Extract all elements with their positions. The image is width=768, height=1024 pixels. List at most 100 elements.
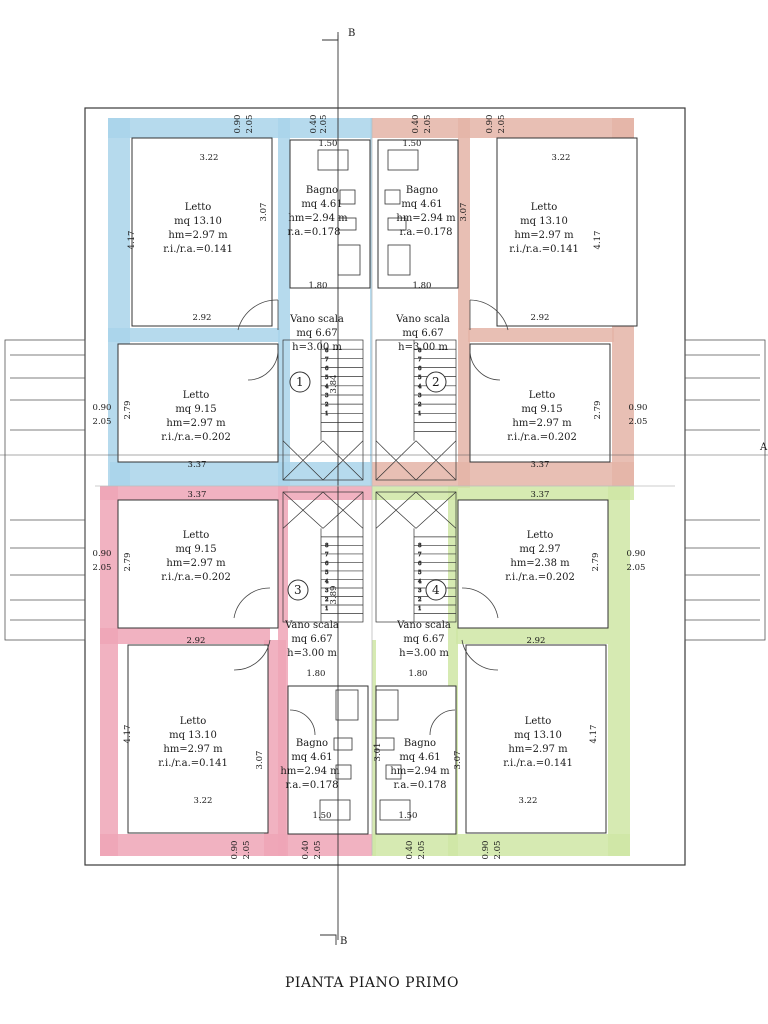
stair-2-step-number: 1: [418, 411, 422, 417]
u2-dim-bagno-a: 0.40: [411, 115, 421, 134]
u4-dim-bagno-door: 1.50: [399, 811, 418, 821]
stair-2-step-number: 4: [418, 384, 422, 390]
stair-3-step-number: 1: [325, 606, 329, 612]
u2-bagno-l3: hm=2.94 m: [396, 213, 456, 224]
walls4-band-5: [372, 640, 376, 856]
stair-1-outline: [282, 339, 364, 481]
stair-2-landing: [375, 440, 417, 481]
u1-vano-l1: Vano scala: [289, 314, 344, 325]
stair-3-step-number: 3: [325, 588, 329, 594]
stair-4-step-number: 8: [418, 543, 422, 549]
u1-dim-bagno-a: 0.40: [309, 115, 319, 134]
u1-dim-bagno-w: 1.80: [309, 281, 328, 291]
u2-letto-large-l4: r.i./r.a.=0.141: [509, 244, 579, 255]
u4-letto-large-l4: r.i./r.a.=0.141: [503, 758, 573, 769]
u1-dim-large-top: 3.22: [200, 153, 219, 163]
door-swings: [233, 299, 509, 736]
stair-2-step-number: 7: [418, 357, 422, 363]
bathroom-fixtures: [317, 149, 419, 821]
walls1-band-5: [370, 118, 372, 486]
u3-vano-l2: mq 6.67: [291, 634, 332, 645]
terrace-right: [684, 339, 766, 641]
u2-bagno-l4: r.a.=0.178: [399, 227, 452, 238]
stair-1-landing: [322, 440, 364, 481]
u2-vano-l1: Vano scala: [395, 314, 450, 325]
u3-dim-win-a: 0.90: [230, 841, 240, 860]
u1-letto-small-l3: hm=2.97 m: [166, 418, 226, 429]
u3-dim-side-b: 2.05: [93, 563, 112, 573]
u3-dim-stair: 3.89: [329, 586, 339, 605]
u1-dim-small-side: 2.79: [123, 401, 133, 420]
u2-dim-side-b: 2.05: [629, 417, 648, 427]
u3-dim-bagno-w: 1.80: [307, 669, 326, 679]
unit-badge-4: 4: [432, 583, 440, 597]
u4-dim-small-bottom: 3.37: [531, 490, 550, 500]
stair-1-step-number: 5: [325, 375, 329, 381]
stair-2-step-number: 6: [418, 366, 422, 372]
stair-1-step-number: 6: [325, 366, 329, 372]
u2-dim-side-a: 0.90: [629, 403, 648, 413]
u2-vano-l3: h=3.00 m: [398, 342, 448, 353]
u1-bagno-l3: hm=2.94 m: [288, 213, 348, 224]
stair-3-step-number: 6: [325, 561, 329, 567]
stair-4-outline: [375, 491, 457, 623]
room-outlines: [117, 137, 638, 835]
u3-dim-large-top: 3.22: [194, 796, 213, 806]
u4-letto-large-l1: Letto: [525, 716, 552, 727]
unit-badge-1: 1: [296, 375, 304, 389]
walls1-band-2: [108, 328, 280, 342]
u4-vano-l1: Vano scala: [396, 620, 451, 631]
u1-dim-side-a: 0.90: [93, 403, 112, 413]
u4-letto-small-l3: hm=2.38 m: [510, 558, 570, 569]
u3-letto-small-l3: hm=2.97 m: [166, 558, 226, 569]
u4-bagno-l3: hm=2.94 m: [390, 766, 450, 777]
u3-dim-large-side: 3.07: [255, 751, 265, 770]
u2-dim-large-top: 3.22: [552, 153, 571, 163]
u3-dim-side-a: 0.90: [93, 549, 112, 559]
u4-dim-large-top: 3.22: [519, 796, 538, 806]
u1-letto-large-l1: Letto: [185, 202, 212, 213]
walls2-band-4: [458, 118, 470, 488]
u2-dim-bagno-b: 2.05: [423, 115, 433, 134]
walls3-band-3: [100, 834, 372, 856]
stair-2-landing: [415, 440, 457, 481]
u4-letto-large-l3: hm=2.97 m: [508, 744, 568, 755]
stair-2-step-number: 5: [418, 375, 422, 381]
stair-4-step-number: 7: [418, 552, 422, 558]
u1-vano-l3: h=3.00 m: [292, 342, 342, 353]
u1-vano-l2: mq 6.67: [296, 328, 337, 339]
u4-dim-win-a: 0.90: [481, 841, 491, 860]
u3-letto-large-l1: Letto: [180, 716, 207, 727]
u4-dim-side-a: 0.90: [627, 549, 646, 559]
stair-2-step-number: 3: [418, 393, 422, 399]
stair-3-outline: [282, 491, 364, 623]
u1-bagno-l2: mq 4.61: [301, 199, 342, 210]
u3-letto-small-l4: r.i./r.a.=0.202: [161, 572, 231, 583]
stair-1-step-number: 7: [325, 357, 329, 363]
u3-letto-large-l4: r.i./r.a.=0.141: [158, 758, 228, 769]
u4-letto-small-l2: mq 2.97: [519, 544, 560, 555]
u2-letto-small-l1: Letto: [529, 390, 556, 401]
u4-letto-small-l1: Letto: [527, 530, 554, 541]
u4-vano-l2: mq 6.67: [403, 634, 444, 645]
u3-vano-l1: Vano scala: [284, 620, 339, 631]
stair-4-landing: [415, 491, 457, 529]
stair-3-step-number: 7: [325, 552, 329, 558]
u4-dim-bagno-w: 1.80: [409, 669, 428, 679]
u4-dim-small-side: 2.79: [591, 553, 601, 572]
walls3-band-2: [100, 628, 270, 644]
u3-bagno-l4: r.a.=0.178: [285, 780, 338, 791]
u2-letto-small-l2: mq 9.15: [521, 404, 562, 415]
stair-4-step-number: 4: [418, 579, 422, 585]
walls2-band-0: [372, 118, 634, 138]
u4-letto-large-l2: mq 13.10: [514, 730, 562, 741]
u4-dim-bagno-b: 2.05: [417, 841, 427, 860]
u2-letto-large-l2: mq 13.10: [520, 216, 568, 227]
u4-dim-large-outer: 4.17: [589, 725, 599, 744]
u1-dim-stair: 3.84: [329, 375, 339, 394]
u1-dim-large-outer: 4.17: [127, 231, 137, 250]
u3-dim-bagno-b: 2.05: [313, 841, 323, 860]
stair-1-step-number: 2: [325, 402, 329, 408]
u3-dim-bagno-a: 0.40: [301, 841, 311, 860]
